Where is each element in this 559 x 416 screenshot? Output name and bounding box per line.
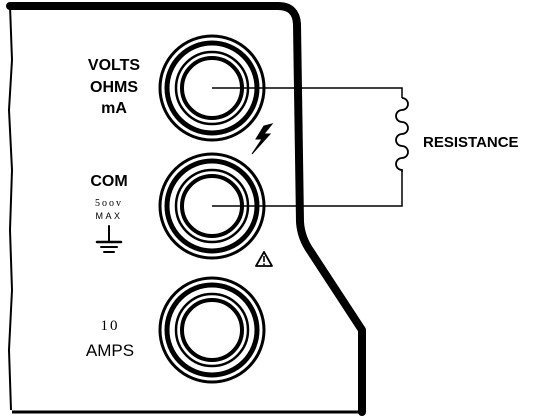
label-com: COM (90, 173, 127, 190)
test-lead-top (212, 87, 403, 98)
warning-triangle-icon (255, 251, 273, 267)
jack-10-amps[interactable] (158, 276, 266, 384)
test-lead-bottom (212, 172, 403, 207)
resistor-symbol (395, 97, 409, 172)
label-ma: mA (101, 100, 127, 117)
label-ten: 10 (101, 318, 120, 334)
label-volts: VOLTS (88, 57, 140, 74)
label-max-voltage: 5oov (95, 198, 123, 209)
ground-symbol-icon (95, 225, 123, 253)
label-amps: AMPS (86, 341, 134, 360)
lightning-bolt-icon (251, 123, 274, 155)
label-resistance: RESISTANCE (423, 134, 519, 151)
panel-left-edge (7, 5, 14, 411)
label-ohms: OHMS (90, 79, 138, 96)
panel-outline (6, 2, 366, 416)
label-max: MAX (95, 211, 122, 221)
